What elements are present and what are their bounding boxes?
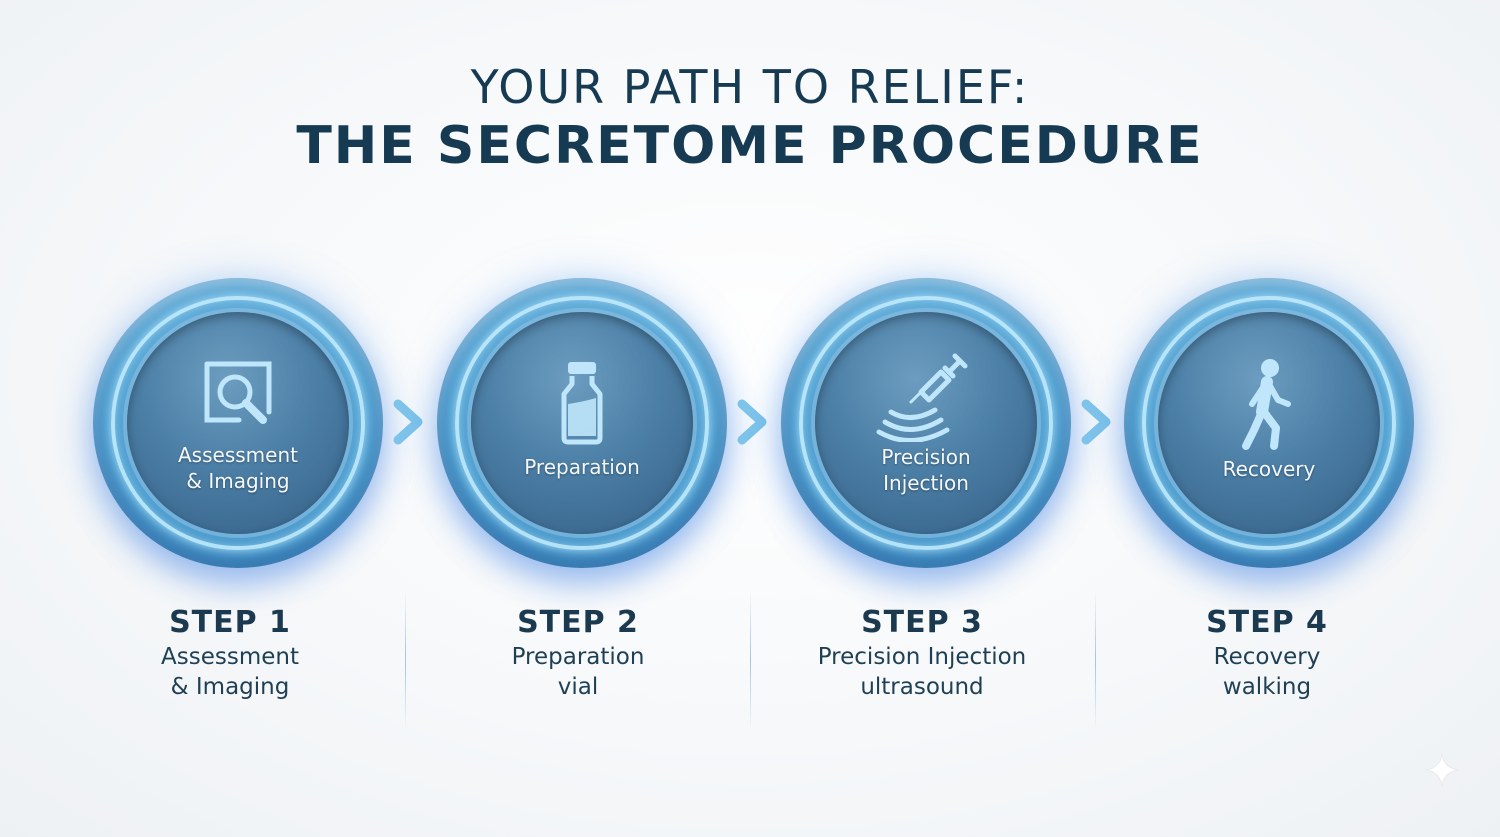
walking-person-icon bbox=[1242, 359, 1291, 450]
step-description: vial bbox=[557, 674, 599, 700]
disc-label: Preparation bbox=[524, 455, 640, 479]
disc-label: Injection bbox=[883, 471, 969, 495]
disc-label: Recovery bbox=[1222, 457, 1316, 481]
chevron-right-icon bbox=[737, 399, 767, 445]
step-2-disc: Preparation bbox=[437, 278, 727, 568]
title-line-1: YOUR PATH TO RELIEF: bbox=[470, 60, 1030, 114]
step-4-caption: STEP 4 Recovery walking bbox=[1117, 604, 1417, 702]
step-description: Precision Injection bbox=[817, 644, 1027, 670]
step-description: Preparation bbox=[511, 644, 645, 670]
divider bbox=[1095, 590, 1096, 730]
disc-label: Precision bbox=[881, 445, 971, 469]
step-3-disc: Precision Injection bbox=[781, 278, 1071, 568]
step-number: STEP 1 bbox=[169, 605, 291, 640]
step-description: Assessment bbox=[161, 644, 299, 670]
sparkle-icon bbox=[1425, 753, 1459, 787]
step-4-disc: Recovery bbox=[1124, 278, 1414, 568]
chevron-right-icon bbox=[393, 399, 423, 445]
disc-label: Assessment bbox=[178, 443, 298, 467]
syringe-ultrasound-icon bbox=[876, 353, 968, 442]
step-description: Recovery bbox=[1213, 644, 1321, 670]
step-description: & Imaging bbox=[170, 674, 290, 700]
step-1-disc: Assessment & Imaging bbox=[93, 278, 383, 568]
title-line-2: THE SECRETOME PROCEDURE bbox=[296, 116, 1204, 176]
disc-label: & Imaging bbox=[186, 469, 290, 493]
step-description: ultrasound bbox=[860, 674, 984, 700]
step-description: walking bbox=[1222, 674, 1312, 700]
step-1-caption: STEP 1 Assessment & Imaging bbox=[80, 604, 380, 702]
step-number: STEP 4 bbox=[1206, 605, 1328, 640]
divider bbox=[405, 590, 406, 730]
vial-icon bbox=[561, 362, 603, 445]
step-3-caption: STEP 3 Precision Injection ultrasound bbox=[772, 604, 1072, 702]
step-2-caption: STEP 2 Preparation vial bbox=[428, 604, 728, 702]
step-number: STEP 3 bbox=[861, 605, 983, 640]
divider bbox=[750, 590, 751, 730]
magnifier-screen-icon bbox=[204, 361, 272, 424]
chevron-right-icon bbox=[1081, 399, 1111, 445]
step-number: STEP 2 bbox=[517, 605, 639, 640]
